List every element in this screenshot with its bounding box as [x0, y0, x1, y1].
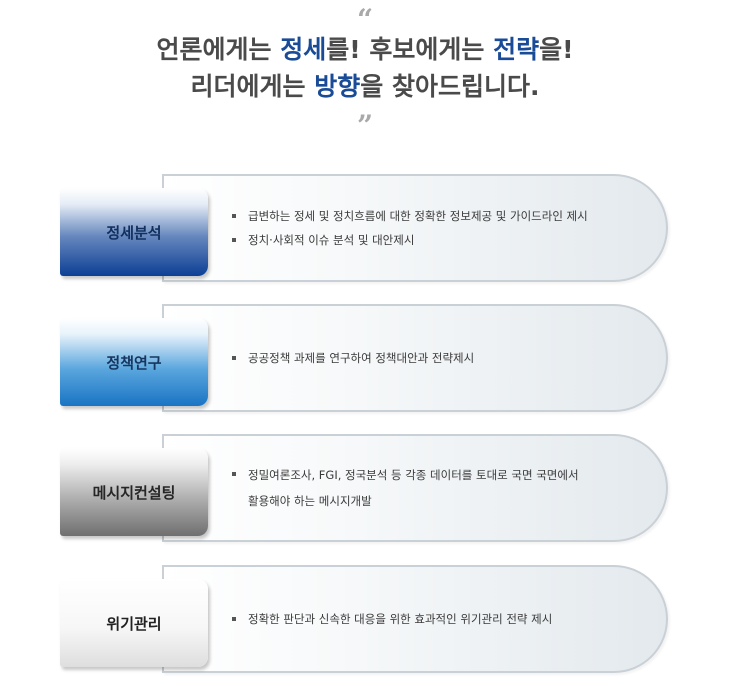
headline-segment: 언론에게는: [156, 35, 281, 64]
headline-highlight: 정세: [280, 35, 327, 64]
service-bullet-list: 정확한 판단과 신속한 대응을 위한 효과적인 위기관리 전략 제시: [232, 565, 632, 673]
headline-segment: 을!: [539, 35, 574, 64]
close-quote-mark: ”: [356, 109, 374, 142]
service-capsule: [162, 174, 668, 282]
service-capsule: [162, 434, 668, 542]
service-row-situation-analysis: 정세분석 급변하는 정세 및 정치흐름에 대한 정확한 정보제공 및 가이드라인…: [60, 174, 672, 286]
open-quote-mark: “: [356, 3, 374, 36]
service-capsule: [162, 304, 668, 412]
headline-segment: 를! 후보에게는: [326, 35, 494, 64]
headline-segment: 리더에게는: [190, 72, 315, 101]
service-tab-policy-research: 정책연구: [60, 318, 208, 406]
service-capsule: [162, 565, 668, 673]
service-bullet-list: 급변하는 정세 및 정치흐름에 대한 정확한 정보제공 및 가이드라인 제시 정…: [232, 174, 632, 282]
service-tab-label: 위기관리: [106, 614, 162, 633]
headline-highlight: 방향: [314, 72, 361, 101]
service-tab-label: 메시지컨설팅: [92, 483, 176, 502]
service-row-message-consulting: 메시지컨설팅 정밀여론조사, FGI, 정국분석 등 각종 데이터를 토대로 국…: [60, 434, 672, 546]
service-row-crisis-management: 위기관리 정확한 판단과 신속한 대응을 위한 효과적인 위기관리 전략 제시: [60, 565, 672, 677]
service-tab-crisis-management: 위기관리: [60, 579, 208, 667]
headline-line-1: 언론에게는 정세를! 후보에게는 전략을!: [0, 33, 730, 67]
service-bullet: 정치·사회적 이슈 분석 및 대안제시: [232, 228, 632, 252]
headline-line-2: 리더에게는 방향을 찾아드립니다.: [0, 70, 730, 104]
service-bullet: 정밀여론조사, FGI, 정국분석 등 각종 데이터를 토대로 국면 국면에서 …: [232, 462, 592, 514]
service-row-policy-research: 정책연구 공공정책 과제를 연구하여 정책대안과 전략제시: [60, 304, 672, 416]
service-tab-message-consulting: 메시지컨설팅: [60, 448, 208, 536]
service-bullet: 급변하는 정세 및 정치흐름에 대한 정확한 정보제공 및 가이드라인 제시: [232, 204, 632, 228]
service-tab-label: 정세분석: [106, 223, 162, 242]
service-tab-situation-analysis: 정세분석: [60, 188, 208, 276]
headline-segment: 을 찾아드립니다.: [360, 72, 540, 101]
service-bullet-list: 정밀여론조사, FGI, 정국분석 등 각종 데이터를 토대로 국면 국면에서 …: [232, 434, 592, 542]
service-tab-label: 정책연구: [106, 353, 162, 372]
headline-highlight: 전략: [493, 35, 540, 64]
service-bullet: 정확한 판단과 신속한 대응을 위한 효과적인 위기관리 전략 제시: [232, 607, 632, 631]
service-bullet: 공공정책 과제를 연구하여 정책대안과 전략제시: [232, 346, 632, 370]
service-bullet-list: 공공정책 과제를 연구하여 정책대안과 전략제시: [232, 304, 632, 412]
